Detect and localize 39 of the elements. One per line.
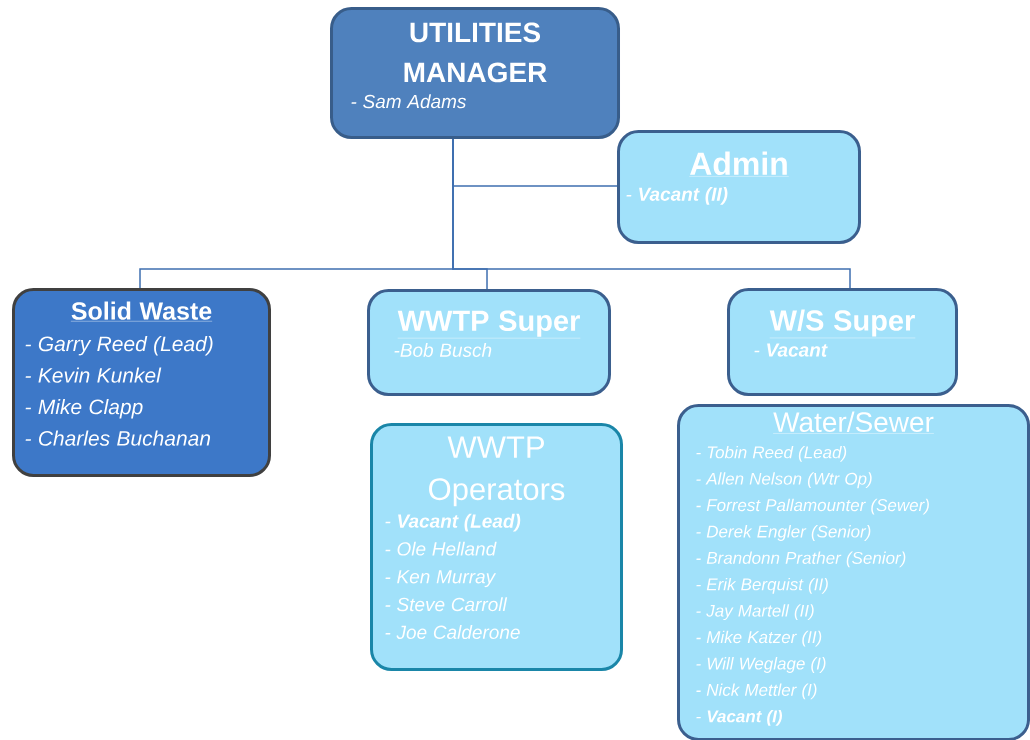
staff-name: - Brandonn Prather (Senior) [696, 551, 906, 568]
box-heading: Water/Sewer [772, 411, 935, 434]
staff-name: - Joe Calderone [385, 625, 520, 639]
org-box [677, 404, 1030, 740]
staff-name: - Forrest Pallamounter (Sewer) [696, 498, 929, 515]
staff-name: - Allen Nelson (Wtr Op) [696, 472, 872, 489]
box-heading: Admin [689, 151, 789, 177]
box-heading: WWTP Super [397, 310, 581, 339]
staff-name: - Derek Engler (Senior) [696, 525, 871, 541]
org-box [12, 288, 271, 477]
org-box [367, 289, 611, 396]
staff-name: - Ken Murray [385, 570, 497, 588]
staff-name: - Kevin Kunkel [25, 367, 162, 383]
staff-name: - Erik Berquist (II) [696, 577, 828, 594]
staff-name: - Mike Katzer (II) [696, 630, 822, 647]
staff-name: - Garry Reed (Lead) [25, 335, 213, 356]
box-heading: Solid Waste [70, 301, 213, 322]
staff-name: - Will Weglage (I) [696, 657, 826, 673]
box-heading: WWTP Operators [429, 436, 565, 507]
box-heading: W/S Super [769, 309, 916, 339]
box-heading: UTILITIES MANAGER [404, 22, 547, 83]
staff-name: - Vacant (II) [626, 186, 728, 205]
staff-name: - Jay Martell (II) [696, 604, 814, 621]
staff-name: - Vacant (Lead) [385, 513, 521, 532]
org-box [727, 288, 958, 396]
staff-name: - Sam Adams [351, 94, 467, 109]
staff-name: - Charles Buchanan [25, 430, 211, 446]
staff-name: -Bob Busch [394, 343, 492, 357]
org-box [370, 423, 623, 671]
staff-name: - Steve Carroll [385, 597, 508, 612]
org-box [330, 7, 620, 139]
staff-name: - Vacant (I) [696, 709, 782, 726]
staff-name: - Vacant [754, 343, 828, 357]
connector-line [452, 138, 851, 289]
staff-name: - Tobin Reed (Lead) [696, 445, 847, 462]
org-box [617, 130, 861, 244]
staff-name: - Nick Mettler (I) [696, 683, 817, 700]
staff-name: - Ole Helland [385, 541, 497, 556]
staff-name: - Mike Clapp [25, 398, 143, 419]
